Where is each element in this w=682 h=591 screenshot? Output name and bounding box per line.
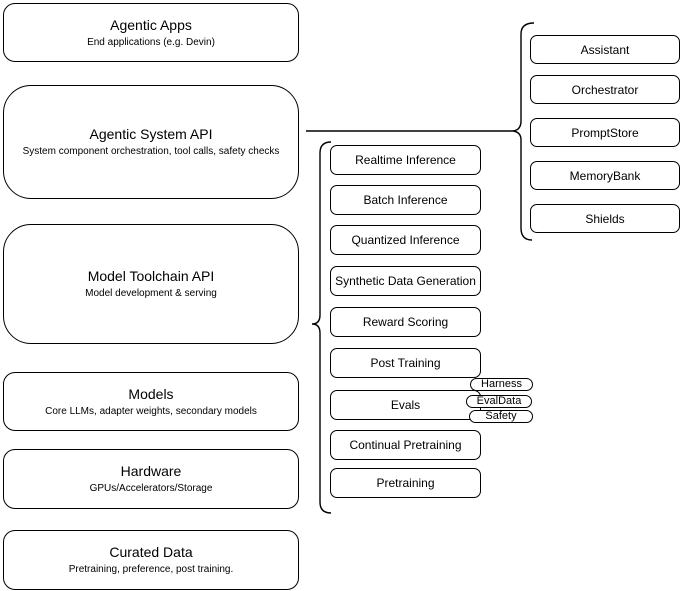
node-subtitle: GPUs/Accelerators/Storage [89,483,213,494]
node-models: Models Core LLMs, adapter weights, secon… [3,372,299,431]
node-title: Model Toolchain API [87,268,215,284]
node-title: Agentic Apps [110,16,192,33]
node-reward-scoring: Reward Scoring [330,307,481,337]
node-evals: Evals [330,390,481,420]
node-model-toolchain-api: Model Toolchain API Model development & … [3,224,299,344]
node-title: Agentic System API [89,126,213,142]
node-agentic-system-api: Agentic System API System component orch… [3,85,299,199]
node-quantized-inference: Quantized Inference [330,225,481,255]
toolchain-group-bracket [311,141,332,514]
node-batch-inference: Batch Inference [330,185,481,215]
node-pretraining: Pretraining [330,468,481,498]
node-assistant: Assistant [530,35,680,64]
node-subtitle: End applications (e.g. Devin) [87,36,215,48]
tag-harness: Harness [470,378,533,391]
node-hardware: Hardware GPUs/Accelerators/Storage [3,449,299,509]
node-synthetic-data-generation: Synthetic Data Generation [330,266,481,296]
node-realtime-inference: Realtime Inference [330,145,481,175]
node-promptstore: PromptStore [530,118,680,147]
node-memorybank: MemoryBank [530,161,680,190]
node-subtitle: Core LLMs, adapter weights, secondary mo… [45,405,257,417]
node-agentic-apps: Agentic Apps End applications (e.g. Devi… [3,3,299,62]
node-title: Hardware [120,463,182,479]
node-title: Models [128,385,174,402]
node-subtitle: System component orchestration, tool cal… [22,146,280,157]
node-subtitle: Pretraining, preference, post training. [68,564,234,575]
node-shields: Shields [530,204,680,233]
node-orchestrator: Orchestrator [530,75,680,104]
node-subtitle: Model development & serving [85,288,217,299]
tag-safety: Safety [469,410,533,423]
node-continual-pretraining: Continual Pretraining [330,430,481,460]
tag-evaldata: EvalData [466,395,532,408]
node-curated-data: Curated Data Pretraining, preference, po… [3,530,299,590]
node-title: Curated Data [109,544,193,560]
node-post-training: Post Training [330,348,481,378]
